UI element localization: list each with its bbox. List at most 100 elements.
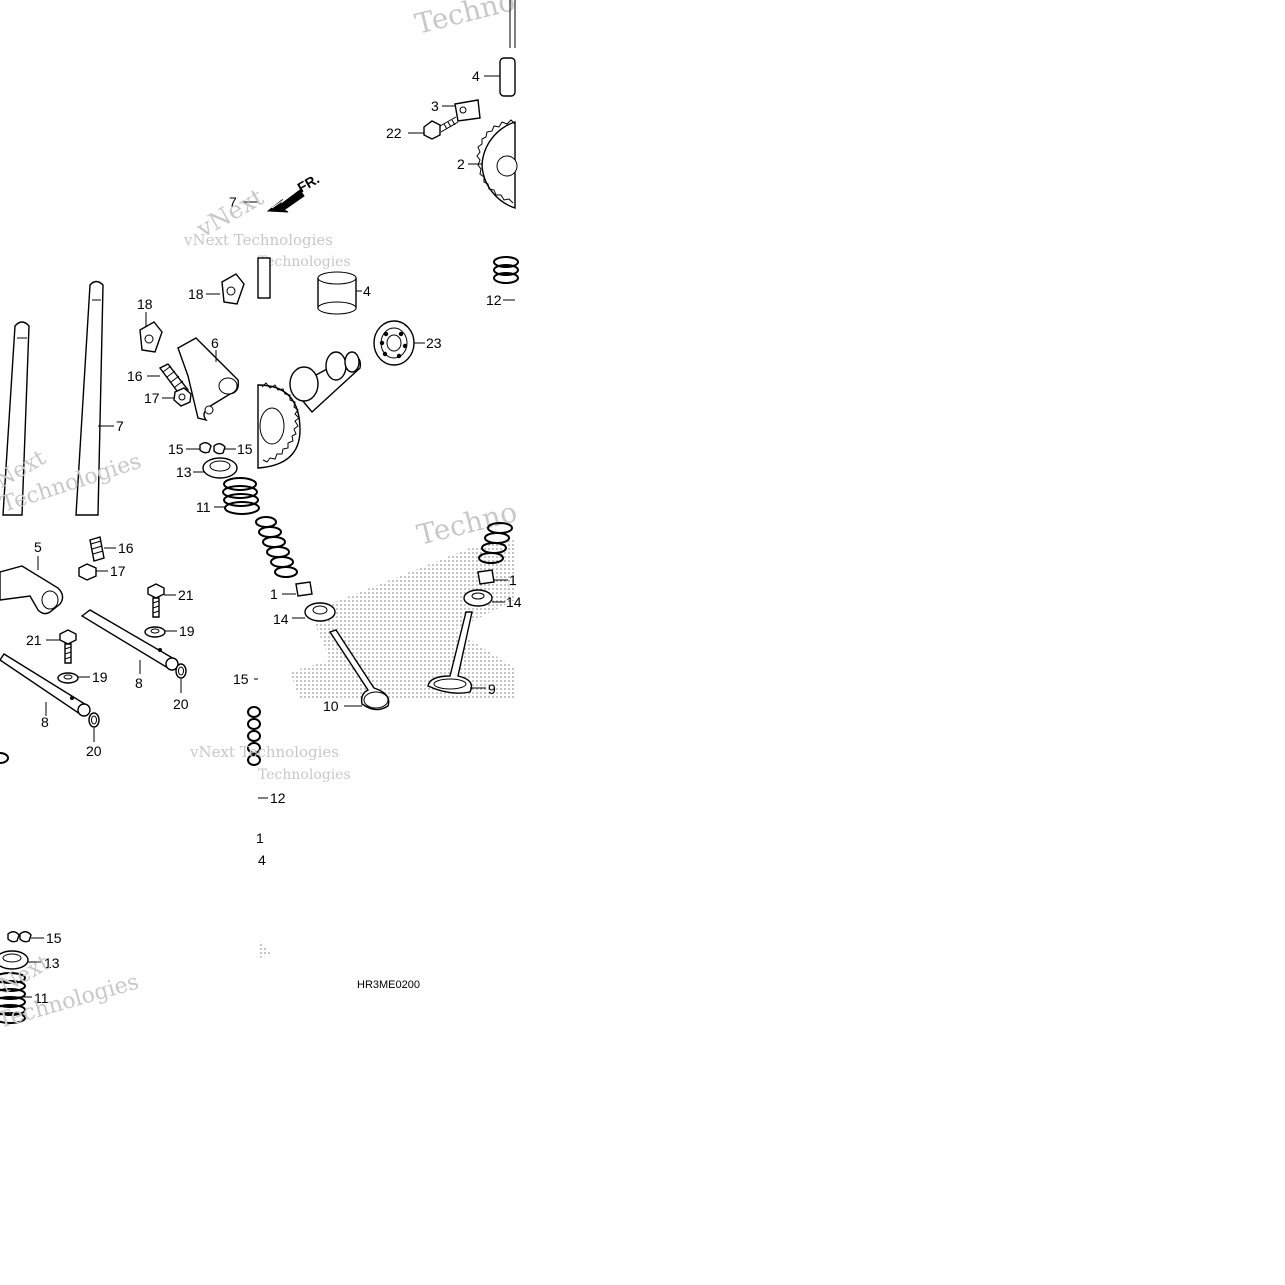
- bushing-partial: [257, 257, 271, 299]
- washer-19: [144, 626, 166, 638]
- ball-bearing-23: [373, 320, 415, 366]
- callout-5: 5: [34, 539, 42, 555]
- cam-gear-2: [476, 119, 518, 209]
- tile-bottom-right: Techno 1 14 10: [255, 495, 522, 714]
- callout-19: 19: [92, 669, 108, 685]
- rocker-arm-5: [0, 565, 64, 615]
- callout-7: 7: [229, 194, 237, 210]
- tile-middle-right: Technologies 4 23: [257, 254, 519, 469]
- callout-11: 11: [34, 990, 49, 1006]
- adjust-screw-16: [158, 363, 190, 396]
- stem-seal-1: [477, 569, 495, 585]
- watermark-text: Technologies: [258, 254, 351, 270]
- callout-17: 17: [144, 390, 160, 406]
- rocker-arm-6: [177, 337, 240, 422]
- exhaust-valve-10: [328, 629, 390, 711]
- washer-19: [57, 672, 79, 684]
- bushing-4: [317, 271, 357, 315]
- diagram-code: HR3ME0200: [357, 979, 420, 991]
- callout-20: 20: [86, 743, 102, 759]
- cotter-15: [199, 442, 226, 455]
- spring-retainer-13: [202, 457, 238, 479]
- callout-16: 16: [127, 368, 143, 384]
- watermark-text: Technologies: [258, 767, 351, 783]
- callout-4: 4: [363, 283, 371, 299]
- callout-15: 15: [237, 441, 253, 457]
- callout-7: 7: [116, 418, 124, 434]
- push-rod-long: [75, 280, 104, 516]
- stem-seal-1: [295, 581, 313, 597]
- callout-22: 22: [386, 125, 402, 141]
- callout-6: 6: [211, 335, 219, 351]
- callout-18: 18: [137, 296, 153, 312]
- callout-9: 9: [488, 681, 496, 697]
- spring-seat-14: [463, 589, 493, 607]
- callout-17: 17: [110, 563, 126, 579]
- callout-23: 23: [426, 335, 442, 351]
- callout-4: 4: [472, 68, 480, 84]
- callout-14: 14: [273, 611, 289, 627]
- gasket-18-b: [221, 273, 245, 305]
- callout-1: 1: [509, 572, 517, 588]
- setting-plate-3: [454, 99, 481, 122]
- valve-spring: [255, 516, 298, 578]
- callout-1: 1: [270, 586, 278, 602]
- camshaft: [289, 351, 362, 414]
- bolt-21: [59, 629, 77, 664]
- callout-1: 1: [256, 830, 264, 846]
- push-rod-short: [2, 321, 30, 516]
- front-arrow-icon: [266, 189, 305, 213]
- bolt-21: [147, 583, 165, 618]
- o-ring-20: [175, 663, 187, 679]
- callout-16: 16: [118, 540, 134, 556]
- callout-18: 18: [188, 286, 204, 302]
- bolt-22: [423, 116, 459, 140]
- callout-14: 14: [506, 594, 522, 610]
- gasket-18: [139, 321, 163, 353]
- valve-spring: [247, 706, 261, 766]
- cam-gear: [257, 382, 301, 469]
- callout-21: 21: [178, 587, 194, 603]
- rocker-shaft-8: [80, 609, 179, 671]
- valve-spring: [478, 522, 513, 564]
- callout-4: 4: [258, 852, 266, 868]
- valve-spring-11: [222, 477, 260, 515]
- callout-8: 8: [135, 675, 143, 691]
- spring-edge: [0, 752, 9, 764]
- rocker-shaft-8: [0, 653, 91, 717]
- callout-13: 13: [44, 955, 60, 971]
- callout-10: 10: [323, 698, 339, 714]
- callout-12: 12: [486, 292, 502, 308]
- valve-spring-11: [0, 972, 26, 1024]
- tile-top-right: Techno 4 3 22 2: [229, 0, 519, 213]
- callout-11: 11: [196, 499, 211, 515]
- valve-spring: [493, 256, 519, 284]
- watermark-text: Techno: [412, 0, 519, 41]
- o-ring-20: [88, 712, 100, 728]
- tile-lower-strip: Technologies 12 1 4 HR3ME0200 15 13 11: [0, 767, 420, 1034]
- spring-seat-14: [304, 602, 336, 622]
- callout-3: 3: [431, 98, 439, 114]
- intake-valve-9: [427, 611, 473, 694]
- callout-15: 15: [46, 930, 62, 946]
- callout-19: 19: [179, 623, 195, 639]
- adjust-screw-16: [89, 536, 105, 562]
- callout-12: 12: [270, 790, 286, 806]
- shaded-area: [258, 938, 272, 958]
- callout-15: 15: [168, 441, 184, 457]
- lock-nut-17: [173, 387, 192, 407]
- tile-middle-left: vNext Technologies vNext 7 18 18: [0, 183, 333, 518]
- bushing-4-top: [499, 0, 516, 97]
- callout-21: 21: [26, 632, 42, 648]
- tile-bottom-left: 5 16 17 21 19: [0, 536, 339, 766]
- callout-2: 2: [457, 156, 465, 172]
- callout-20: 20: [173, 696, 189, 712]
- watermark-text: vNext Technologies: [189, 743, 339, 761]
- cotter-15: [7, 931, 32, 943]
- spring-retainer-13: [0, 950, 29, 970]
- callout-15: 15: [233, 671, 249, 687]
- lock-nut-17: [78, 563, 97, 581]
- callout-8: 8: [41, 714, 49, 730]
- callout-13: 13: [176, 464, 192, 480]
